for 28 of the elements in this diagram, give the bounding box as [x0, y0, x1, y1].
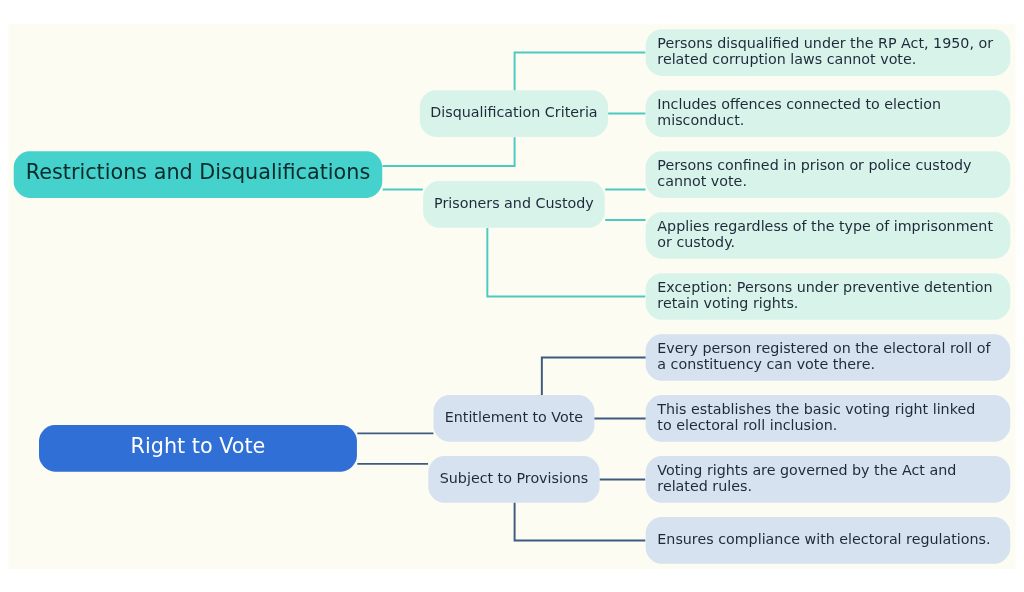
node-box: Voting rights are governed by the Act and related rules.	[645, 455, 1011, 503]
connector	[607, 112, 647, 114]
node-box: This establishes the basic voting right linked to electoral roll inclusion.	[645, 394, 1011, 442]
node-box: Entitlement to Vote	[433, 394, 595, 442]
node-box: Every person registered on the electoral roll of a constituency can vote there.	[645, 333, 1011, 381]
connector	[540, 356, 647, 396]
connector	[604, 218, 647, 221]
node-box: Prisoners and Custody	[423, 180, 605, 228]
node-box: Exception: Persons under preventive detention retain voting rights.	[645, 272, 1011, 320]
connector	[598, 478, 647, 480]
node-box: Subject to Provisions	[428, 455, 600, 503]
connector	[381, 187, 424, 190]
connector	[486, 226, 647, 297]
node-box: Restrictions and Disqualifications	[13, 150, 383, 198]
node-box: Applies regardless of the type of imprisonment or custody.	[645, 211, 1011, 259]
node-box: Disqualification Criteria	[419, 89, 608, 137]
node-box: Persons confined in prison or police custody cannot vote.	[645, 150, 1011, 198]
connector	[593, 417, 647, 419]
node-box: Includes offences connected to election misconduct.	[645, 89, 1011, 137]
connector	[381, 135, 516, 167]
connector	[604, 187, 647, 190]
node-box: Right to Vote	[39, 424, 357, 472]
connector	[513, 51, 647, 91]
connector	[513, 501, 647, 541]
connector	[356, 462, 430, 465]
connector	[356, 431, 435, 434]
node-box: Persons disqualified under the RP Act, 1950, or related corruption laws cannot vote.	[645, 28, 1011, 76]
node-box: Ensures compliance with electoral regulations.	[645, 516, 1011, 564]
